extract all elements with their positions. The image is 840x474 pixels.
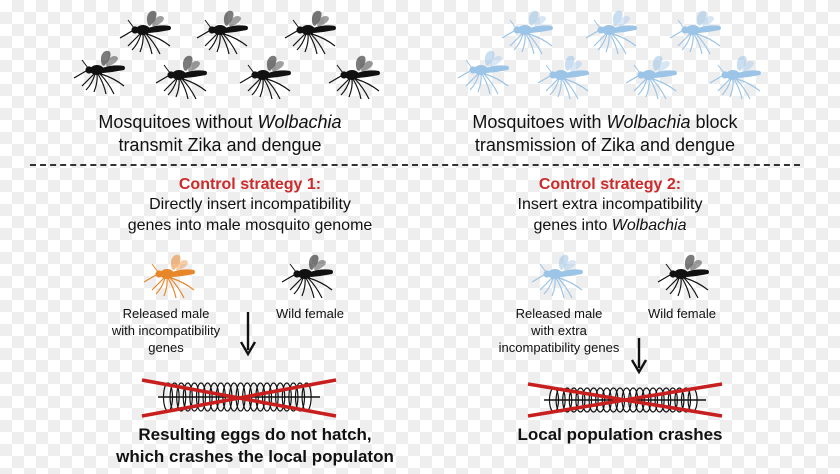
orange-male-mosquito-icon (143, 254, 196, 299)
mosquito-group-with-wolbachia (457, 10, 762, 100)
egg-ring (209, 382, 220, 412)
egg-ring (575, 387, 586, 413)
blue-mosquito-icon (457, 50, 510, 95)
down-arrow-icon (239, 312, 257, 357)
strategy2-mosquitoes (531, 254, 710, 299)
egg-ring (667, 387, 678, 413)
strategy1-female-label: Wild female (276, 306, 344, 321)
black-mosquito-icon (328, 55, 381, 100)
egg-ring (680, 387, 692, 413)
egg-ring (288, 382, 299, 412)
egg-ring (601, 387, 612, 413)
egg-ring (562, 387, 573, 413)
strategy2-result: Local population crashes (517, 425, 723, 444)
egg-ring (275, 382, 286, 412)
caption-with-wolbachia: Mosquitoes with Wolbachia block transmis… (472, 112, 738, 155)
egg-coil (158, 382, 320, 412)
strategy1-title: Control strategy 1: (178, 176, 322, 193)
blue-mosquito-icon (709, 55, 762, 100)
egg-ring (261, 382, 273, 412)
strategy2-line1: Insert extra incompatibility (517, 196, 703, 213)
strategy2-male-label: Released male with extra incompatibility… (498, 306, 620, 355)
egg-ring (647, 387, 659, 413)
eggs-crossed-out-strategy2 (527, 382, 723, 418)
eggs-crossed-out-strategy1 (141, 378, 337, 418)
black-female-mosquito-icon (281, 254, 334, 299)
strategy2-block: Control strategy 2: Insert extra incompa… (440, 176, 780, 236)
egg-ring (195, 382, 207, 412)
mosquito-group-without-wolbachia (73, 10, 381, 100)
egg-ring (281, 382, 292, 412)
strategy1-male-label: Released male with incompatibility genes (111, 306, 221, 355)
blue-mosquito-icon (537, 55, 590, 100)
egg-ring (674, 387, 685, 413)
egg-ring (581, 387, 593, 413)
black-mosquito-icon (196, 10, 249, 55)
egg-ring (189, 382, 200, 412)
blue-mosquito-icon (669, 10, 722, 55)
strategy2-line2: genes into Wolbachia (533, 217, 687, 234)
strategy2-female-label: Wild female (648, 306, 716, 321)
egg-ring (595, 387, 606, 413)
blue-mosquito-icon (625, 55, 678, 100)
down-arrow-icon (630, 338, 648, 375)
blue-male-mosquito-icon (531, 254, 584, 299)
black-female-mosquito-icon (657, 254, 710, 299)
egg-ring (202, 382, 213, 412)
black-mosquito-icon (73, 50, 126, 95)
black-mosquito-icon (284, 10, 337, 55)
strategy1-line2: genes into male mosquito genome (127, 217, 373, 234)
blue-mosquito-icon (501, 10, 554, 55)
egg-ring (661, 387, 672, 413)
egg-ring (255, 382, 266, 412)
black-mosquito-icon (239, 55, 292, 100)
egg-ring (588, 387, 599, 413)
egg-ring (641, 387, 652, 413)
egg-ring (176, 382, 187, 412)
black-mosquito-icon (155, 55, 208, 100)
red-cross-line (527, 382, 723, 418)
dashed-divider (30, 164, 800, 166)
red-cross-line (141, 378, 337, 418)
egg-ring (568, 387, 579, 413)
strategy1-mosquitoes (143, 254, 334, 299)
caption-without-wolbachia: Mosquitoes without Wolbachia transmit Zi… (98, 112, 342, 155)
black-mosquito-icon (119, 10, 172, 55)
strategy1-block: Control strategy 1: Directly insert inco… (80, 176, 420, 236)
strategy1-line1: Directly insert incompatibility (149, 196, 351, 213)
egg-ring (182, 382, 193, 412)
egg-ring (268, 382, 279, 412)
blue-mosquito-icon (585, 10, 638, 55)
egg-ring (654, 387, 665, 413)
strategy2-title: Control strategy 2: (538, 176, 682, 193)
strategy1-result: Resulting eggs do not hatch, which crash… (116, 425, 394, 466)
